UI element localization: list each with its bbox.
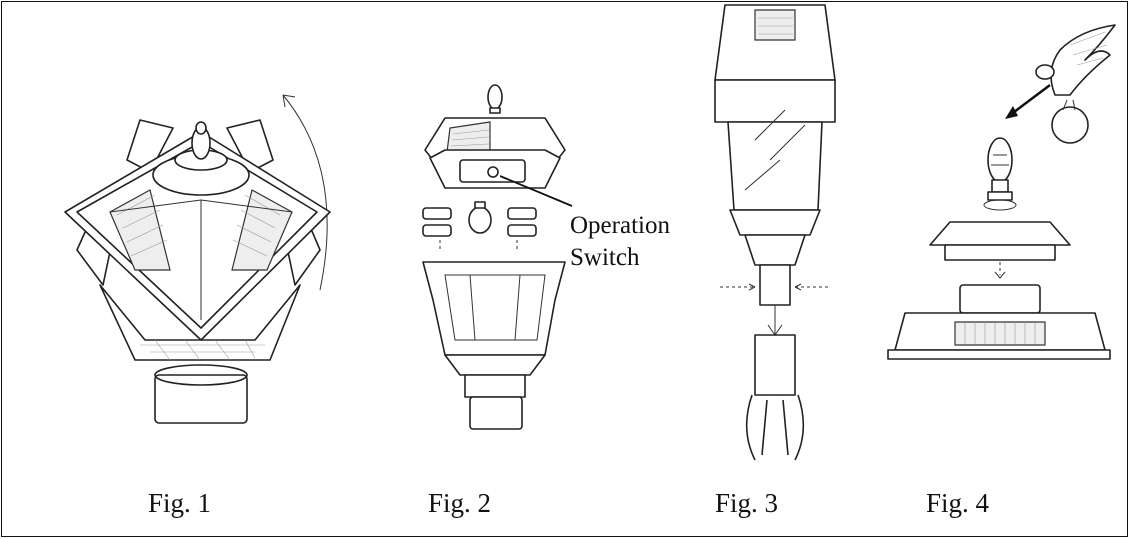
fig-4-caption: Fig. 4 — [926, 488, 990, 518]
fig-2-caption: Fig. 2 — [428, 488, 492, 518]
fig-3-caption: Fig. 3 — [715, 488, 779, 518]
fig-4-illustration — [885, 0, 1125, 420]
fig-1-illustration — [55, 0, 345, 470]
fig-3-illustration — [700, 0, 850, 470]
fig-1-caption: Fig. 1 — [148, 488, 212, 518]
callout-leader-line — [500, 175, 573, 207]
callout-line-1: Operation — [570, 212, 670, 239]
callout-line-2: Switch — [570, 244, 640, 271]
operation-switch-label: Operation Switch — [570, 210, 670, 274]
fig-2-illustration — [405, 0, 580, 470]
